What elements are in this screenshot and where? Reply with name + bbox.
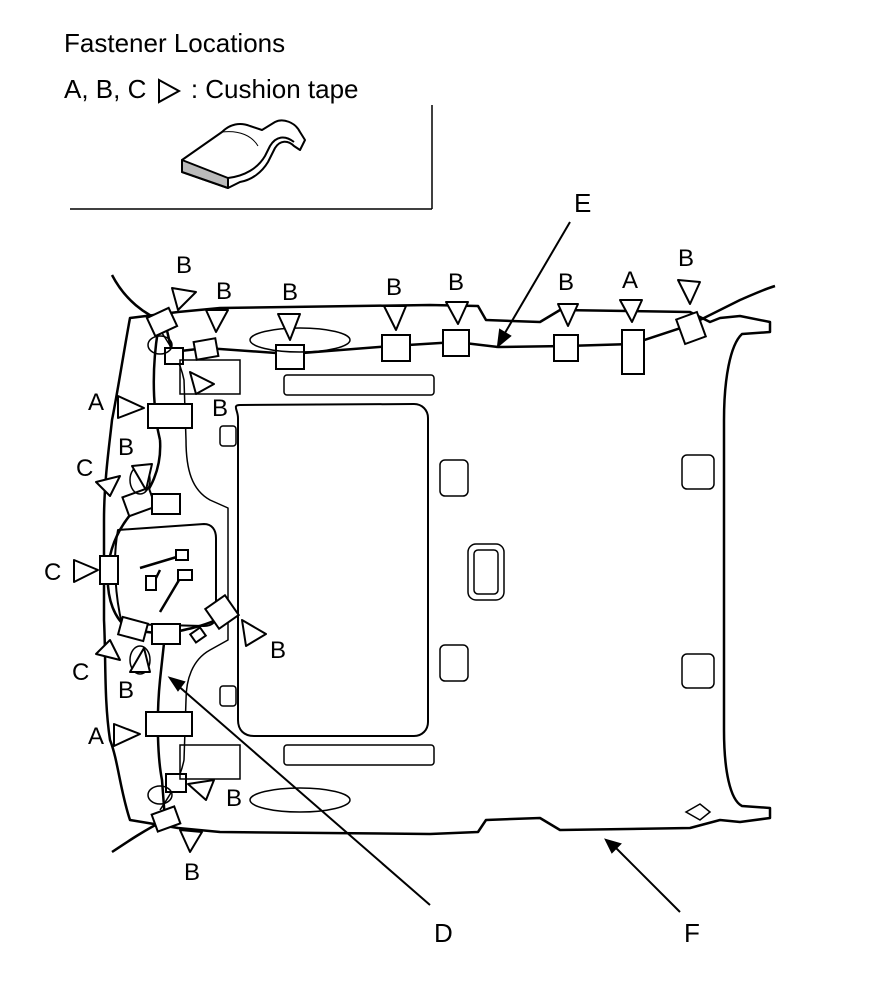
- legend-codes: A, B, C: [64, 74, 147, 104]
- label-a: A: [88, 723, 104, 750]
- leader-f: [613, 845, 681, 913]
- legend-description: : Cushion tape: [190, 74, 359, 104]
- label-b: B: [558, 269, 574, 296]
- triangle-b-2: [205, 309, 229, 333]
- triangle-b-10: [129, 647, 151, 673]
- callout-leaders: [167, 221, 681, 913]
- label-c: C: [72, 659, 89, 686]
- fastener-blocks: [99, 306, 708, 833]
- label-b: B: [184, 859, 200, 886]
- label-b: B: [282, 279, 298, 306]
- label-b: B: [270, 637, 286, 664]
- triangle-b-8: [189, 371, 215, 395]
- fastener-triangles: [73, 279, 701, 853]
- legend-frame: [70, 105, 433, 210]
- label-b: B: [448, 269, 464, 296]
- label-c: C: [76, 455, 93, 482]
- triangle-b-12: [187, 779, 215, 801]
- label-b: B: [118, 677, 134, 704]
- triangle-a-upper: [117, 395, 145, 419]
- triangle-c-1: [95, 475, 121, 497]
- diagram-title: Fastener Locations: [64, 28, 286, 58]
- label-a: A: [88, 389, 104, 416]
- triangle-b-7: [677, 279, 701, 305]
- triangle-b-13: [179, 829, 203, 853]
- callout-e-label: E: [574, 188, 591, 218]
- triangle-b-1: [171, 287, 197, 311]
- cushion-tape-icon: [181, 119, 306, 189]
- wire-harness: [106, 274, 776, 854]
- triangle-c-3: [95, 639, 121, 661]
- leader-d: [175, 683, 431, 906]
- arrow-d-icon: [167, 676, 186, 692]
- label-b: B: [226, 785, 242, 812]
- callout-f-label: F: [684, 918, 700, 948]
- triangle-b-9: [131, 463, 153, 491]
- label-c: C: [44, 559, 61, 586]
- triangle-c-2: [73, 559, 99, 583]
- triangle-a-top: [619, 299, 643, 323]
- triangle-b-5: [445, 301, 469, 325]
- headliner-fixtures: [129, 327, 715, 821]
- triangle-b-6: [557, 303, 579, 327]
- triangle-b-11: [241, 619, 267, 647]
- label-b: B: [212, 395, 228, 422]
- triangle-a-lower: [113, 723, 141, 747]
- label-b: B: [216, 278, 232, 305]
- arrow-e-icon: [496, 328, 512, 349]
- callout-letter-labels: E D F: [434, 188, 700, 948]
- triangle-b-3: [277, 313, 301, 341]
- arrow-f-icon: [604, 838, 622, 854]
- label-a: A: [622, 267, 638, 294]
- label-b: B: [386, 274, 402, 301]
- fastener-letter-labels: B B B B B B A B B A B C C B C B A B B: [44, 245, 694, 886]
- label-b: B: [176, 252, 192, 279]
- label-b: B: [678, 245, 694, 272]
- legend-triangle-icon: [157, 78, 181, 104]
- leader-e: [501, 221, 571, 339]
- legend-line: A, B, C : Cushion tape: [64, 74, 359, 105]
- label-b: B: [118, 434, 134, 461]
- triangle-b-4: [383, 305, 407, 331]
- callout-d-label: D: [434, 918, 453, 948]
